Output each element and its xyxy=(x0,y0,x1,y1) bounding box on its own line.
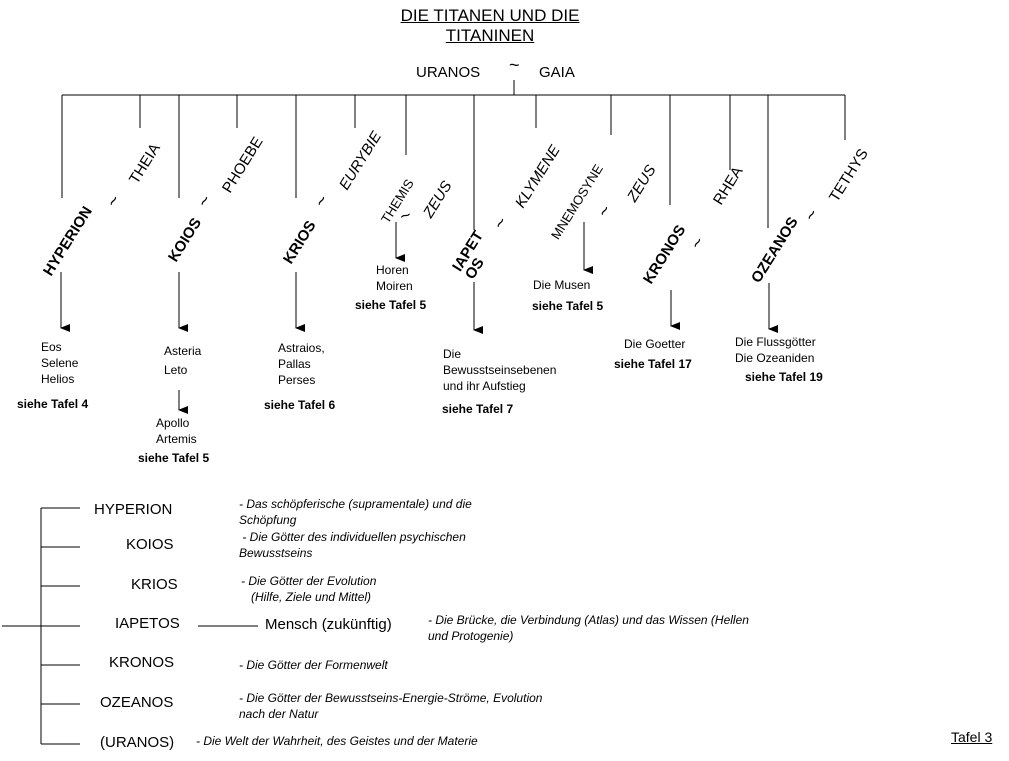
kronos-children: Die Goetter xyxy=(624,336,685,352)
legend-desc-line: - Das schöpferische (supramentale) und d… xyxy=(239,497,472,511)
legend-desc-uranos: - Die Welt der Wahrheit, des Geistes und… xyxy=(196,733,478,749)
kronos-ref: siehe Tafel 17 xyxy=(614,357,692,371)
child-name: Apollo xyxy=(156,416,190,430)
legend-desc-line: und Protogenie) xyxy=(428,629,514,643)
legend-desc-krios: - Die Götter der Evolution (Hilfe, Ziele… xyxy=(241,573,376,605)
page-label: Tafel 3 xyxy=(951,729,993,745)
legend-desc-line: - Die Götter des individuellen psychisch… xyxy=(239,530,466,544)
uranos-label: URANOS xyxy=(416,64,481,81)
child-name: Astraios, xyxy=(278,341,325,355)
iapetos-ref: siehe Tafel 7 xyxy=(442,402,514,416)
hyperion-children: Eos Selene Helios xyxy=(41,339,78,387)
child-name: Asteria xyxy=(164,344,202,358)
themis-ref: siehe Tafel 5 xyxy=(355,298,427,312)
legend-name-koios: KOIOS xyxy=(126,536,174,553)
legend-desc-line: nach der Natur xyxy=(239,707,319,721)
koios-grandchildren: Apollo Artemis xyxy=(156,415,197,447)
child-name: Artemis xyxy=(156,432,197,446)
legend-desc-line: Bewusstseins xyxy=(239,546,313,560)
legend-name-uranos: (URANOS) xyxy=(100,734,175,751)
title-line-1: DIE TITANEN UND DIE xyxy=(400,6,580,25)
legend-desc-line: - Die Götter der Evolution xyxy=(241,574,377,588)
child-name: Leto xyxy=(164,363,188,377)
krios-ref: siehe Tafel 6 xyxy=(264,398,336,412)
themis-children: Horen Moiren xyxy=(376,262,413,294)
gaia-label: GAIA xyxy=(539,64,575,81)
legend-desc-line: - Die Welt der Wahrheit, des Geistes und… xyxy=(196,734,478,748)
child-name: Die Goetter xyxy=(624,337,686,351)
mnemosyne-children: Die Musen xyxy=(533,277,590,293)
koios-children: Asteria Leto xyxy=(164,342,201,380)
title-line-2: TITANINEN xyxy=(445,26,535,45)
tilde-top: ~ xyxy=(509,55,520,75)
child-name: Moiren xyxy=(376,279,413,293)
child-name: Bewusstseinsebenen xyxy=(443,363,557,377)
child-name: Pallas xyxy=(278,357,311,371)
legend-name-iapetos: IAPETOS xyxy=(115,615,180,632)
legend-desc-line: - Die Götter der Formenwelt xyxy=(239,658,388,672)
ozeanos-ref: siehe Tafel 19 xyxy=(745,370,823,384)
ozeanos-children: Die Flussgötter Die Ozeaniden xyxy=(735,334,816,366)
legend-desc-hyperion: - Das schöpferische (supramentale) und d… xyxy=(239,496,472,528)
koios-ref: siehe Tafel 5 xyxy=(138,451,210,465)
legend-mensch: Mensch (zukünftig) xyxy=(265,616,392,633)
child-name: Die Flussgötter xyxy=(735,335,816,349)
child-name: und ihr Aufstieg xyxy=(443,379,526,393)
legend-name-hyperion: HYPERION xyxy=(94,501,173,518)
hyperion-ref: siehe Tafel 4 xyxy=(17,397,89,411)
child-name: Eos xyxy=(41,340,62,354)
legend-name-ozeanos: OZEANOS xyxy=(100,694,174,711)
legend-desc-line: Schöpfung xyxy=(239,513,297,527)
legend-desc-line: - Die Brücke, die Verbindung (Atlas) und… xyxy=(428,613,749,627)
legend-name-kronos: KRONOS xyxy=(109,654,175,671)
legend-desc-iapetos: - Die Brücke, die Verbindung (Atlas) und… xyxy=(428,612,749,644)
child-name: Perses xyxy=(278,373,316,387)
mnemosyne-ref: siehe Tafel 5 xyxy=(532,299,604,313)
child-name: Helios xyxy=(41,372,75,386)
legend-desc-koios: - Die Götter des individuellen psychisch… xyxy=(239,529,466,561)
child-name: Die Ozeaniden xyxy=(735,351,815,365)
legend-desc-line: - Die Götter der Bewusstseins-Energie-St… xyxy=(239,691,543,705)
child-name: Selene xyxy=(41,356,79,370)
iapetos-children: Die Bewusstseinsebenen und ihr Aufstieg xyxy=(443,346,556,394)
legend-desc-line: (Hilfe, Ziele und Mittel) xyxy=(241,590,372,604)
legend-desc-ozeanos: - Die Götter der Bewusstseins-Energie-St… xyxy=(239,690,542,722)
diagram-title: DIE TITANEN UND DIE TITANINEN xyxy=(360,6,620,46)
legend-name-krios: KRIOS xyxy=(131,576,178,593)
child-name: Die Musen xyxy=(533,278,591,292)
child-name: Die xyxy=(443,347,462,361)
krios-children: Astraios, Pallas Perses xyxy=(278,340,325,388)
legend-desc-kronos: - Die Götter der Formenwelt xyxy=(239,657,388,673)
child-name: Horen xyxy=(376,263,409,277)
